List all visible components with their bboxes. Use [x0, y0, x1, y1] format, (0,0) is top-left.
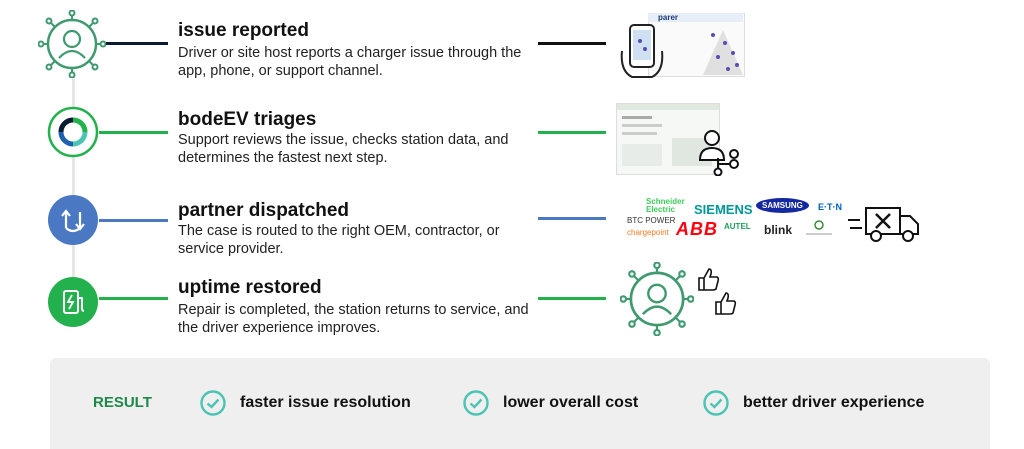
step-4-right-connector [538, 297, 606, 300]
app-screenshot: parer [618, 13, 745, 79]
phone-in-hand-icon [620, 24, 664, 78]
step-4-title: uptime restored [178, 277, 322, 298]
check-circle-icon [463, 390, 489, 416]
result-item-2: lower overall cost [463, 390, 638, 416]
result-item-3-label: better driver experience [743, 394, 925, 411]
step-2-connector [99, 131, 168, 134]
result-item-3: better driver experience [703, 390, 924, 416]
timeline-connector [72, 70, 75, 300]
result-item-2-label: lower overall cost [503, 394, 639, 411]
driver-person-icon [38, 10, 106, 78]
step-1-title: issue reported [178, 20, 309, 41]
step-1-right-connector [538, 42, 606, 45]
service-truck-icon [848, 207, 919, 242]
step-4-desc: Repair is completed, the station returns… [178, 302, 529, 336]
app-brand: parer [658, 13, 679, 22]
step-2-desc: Support reviews the issue, checks statio… [178, 132, 509, 166]
partner-chargepoint: chargepoint [627, 228, 669, 237]
thumbs-up-icon [698, 268, 720, 291]
partner-schneider: Schneider Electric [646, 197, 685, 214]
happy-driver-icon [620, 262, 694, 336]
ev-charger-icon [48, 277, 98, 327]
partner-autel: AUTEL [724, 222, 751, 231]
partner-eaton: E·T·N [818, 202, 842, 212]
result-label: RESULT [93, 394, 152, 411]
support-agent-network-icon [698, 130, 739, 176]
step-1-desc: Driver or site host reports a charger is… [178, 45, 522, 79]
step-3-desc: The case is routed to the right OEM, con… [178, 223, 500, 257]
routing-arrows-icon [48, 195, 98, 245]
step-3-right-connector [538, 217, 606, 220]
step-3-title: partner dispatched [178, 200, 350, 221]
check-circle-icon [200, 390, 226, 416]
partner-samsung: SAMSUNG [756, 198, 809, 213]
partner-blink: blink [764, 223, 793, 237]
step-2-title: bodeEV triages [178, 109, 317, 130]
map-dots [703, 30, 743, 75]
thumbs-up-icon-2 [715, 292, 737, 315]
partner-btc-power: BTC POWER [627, 216, 676, 225]
result-panel: RESULT faster issue resolution lower ove… [50, 358, 990, 449]
check-circle-icon [703, 390, 729, 416]
step-2-right-connector [538, 131, 606, 134]
partner-siemens: SIEMENS [694, 202, 753, 217]
result-item-1: faster issue resolution [200, 390, 411, 416]
bodeev-logo-icon [47, 106, 99, 158]
dashboard-screenshot [616, 103, 720, 175]
step-4-connector [99, 297, 168, 300]
partner-abb: ABB [676, 219, 718, 239]
partner-logo-mark [806, 220, 832, 235]
step-3-connector [99, 219, 168, 222]
result-item-1-label: faster issue resolution [240, 394, 411, 411]
step-1-connector [106, 42, 168, 45]
